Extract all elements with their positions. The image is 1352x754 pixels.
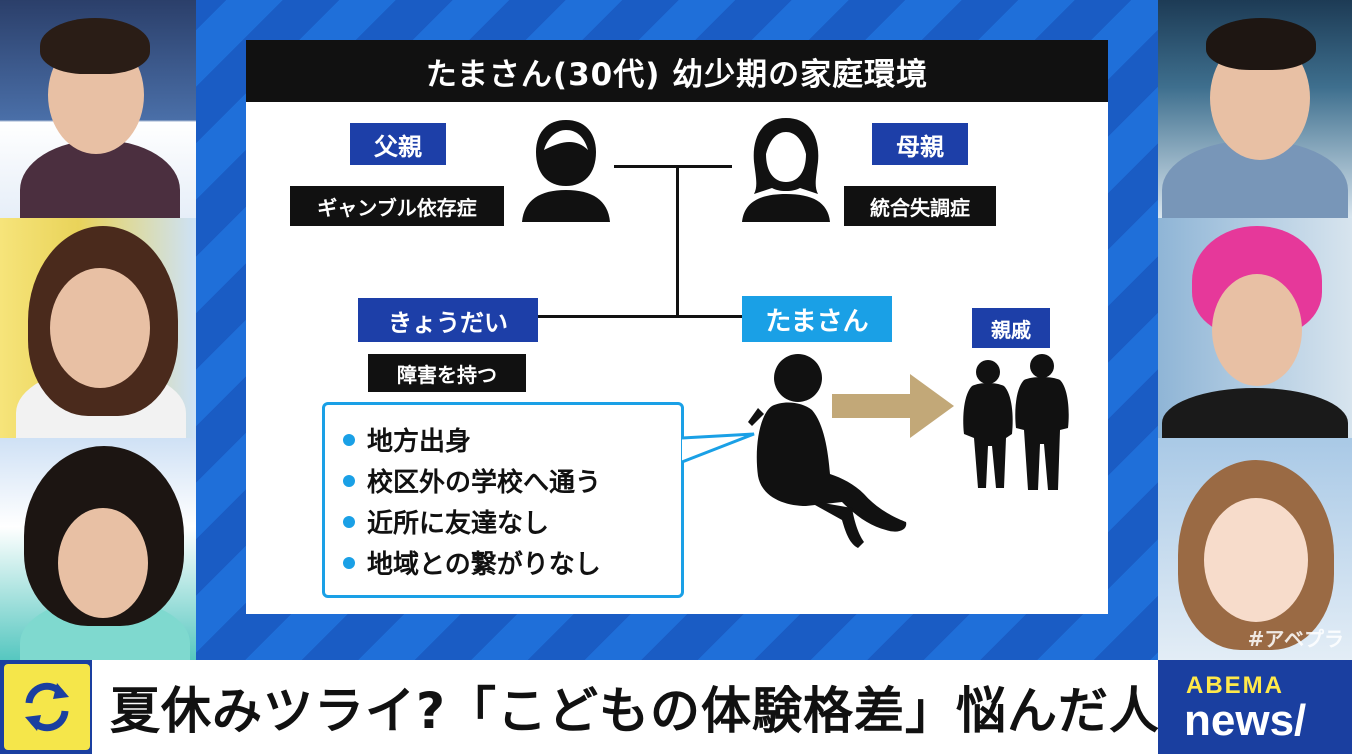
illustrated-panelist-right-bottom: #アベプラ <box>1158 438 1352 660</box>
family-stem-line <box>676 165 679 317</box>
bullet-item: 近所に友達なし <box>343 501 681 542</box>
sibling-label: きょうだい <box>358 298 538 342</box>
panelist-video-left-bottom <box>0 438 196 660</box>
logo-top-text: ABEMA <box>1186 672 1284 699</box>
self-label: たまさん <box>742 296 892 342</box>
family-diagram-board: たまさん(30代) 幼少期の家庭環境 父親 ギャンブル依存症 母親 統合失調症 … <box>246 40 1108 614</box>
sitting-child-silhouette-icon <box>748 354 907 548</box>
background-speech-bubble: 地方出身 校区外の学校へ通う 近所に友達なし 地域との繋がりなし <box>322 402 684 598</box>
bullet-item: 地域との繋がりなし <box>343 542 681 583</box>
background-bullet-list: 地方出身 校区外の学校へ通う 近所に友達なし 地域との繋がりなし <box>343 419 681 583</box>
abema-news-logo: ABEMA news/ <box>1158 660 1352 754</box>
bullet-dot-icon <box>343 515 355 528</box>
father-label: 父親 <box>350 123 446 165</box>
speech-bubble-tail <box>682 432 755 464</box>
bullet-item: 地方出身 <box>343 419 681 460</box>
relatives-silhouette-icon <box>963 354 1069 490</box>
parents-link-line <box>614 165 732 168</box>
mother-label: 母親 <box>872 123 968 165</box>
mother-silhouette-icon <box>742 118 830 222</box>
father-condition: ギャンブル依存症 <box>290 186 504 226</box>
refresh-arrows-icon <box>4 664 90 750</box>
bullet-dot-icon <box>343 556 355 569</box>
bullet-item: 校区外の学校へ通う <box>343 460 681 501</box>
panelist-video-left-middle <box>0 218 196 438</box>
children-link-line <box>536 315 744 318</box>
bullet-dot-icon <box>343 433 355 446</box>
hashtag-label: #アベプラ <box>1247 627 1344 651</box>
panelist-video-right-top <box>1158 0 1352 218</box>
right-arrow-icon <box>832 374 954 438</box>
sibling-condition: 障害を持つ <box>368 354 526 392</box>
panelist-video-left-top <box>0 0 196 218</box>
board-title: たまさん(30代) 幼少期の家庭環境 <box>246 40 1108 102</box>
relatives-label: 親戚 <box>972 308 1050 348</box>
logo-bottom-text: news/ <box>1184 696 1307 745</box>
panelist-video-right-middle <box>1158 218 1352 438</box>
caption-headline: 夏休みツライ?「こどもの体験格差」悩んだ人 <box>92 660 1159 754</box>
mother-condition: 統合失調症 <box>844 186 996 226</box>
father-silhouette-icon <box>522 120 610 222</box>
bullet-dot-icon <box>343 474 355 487</box>
